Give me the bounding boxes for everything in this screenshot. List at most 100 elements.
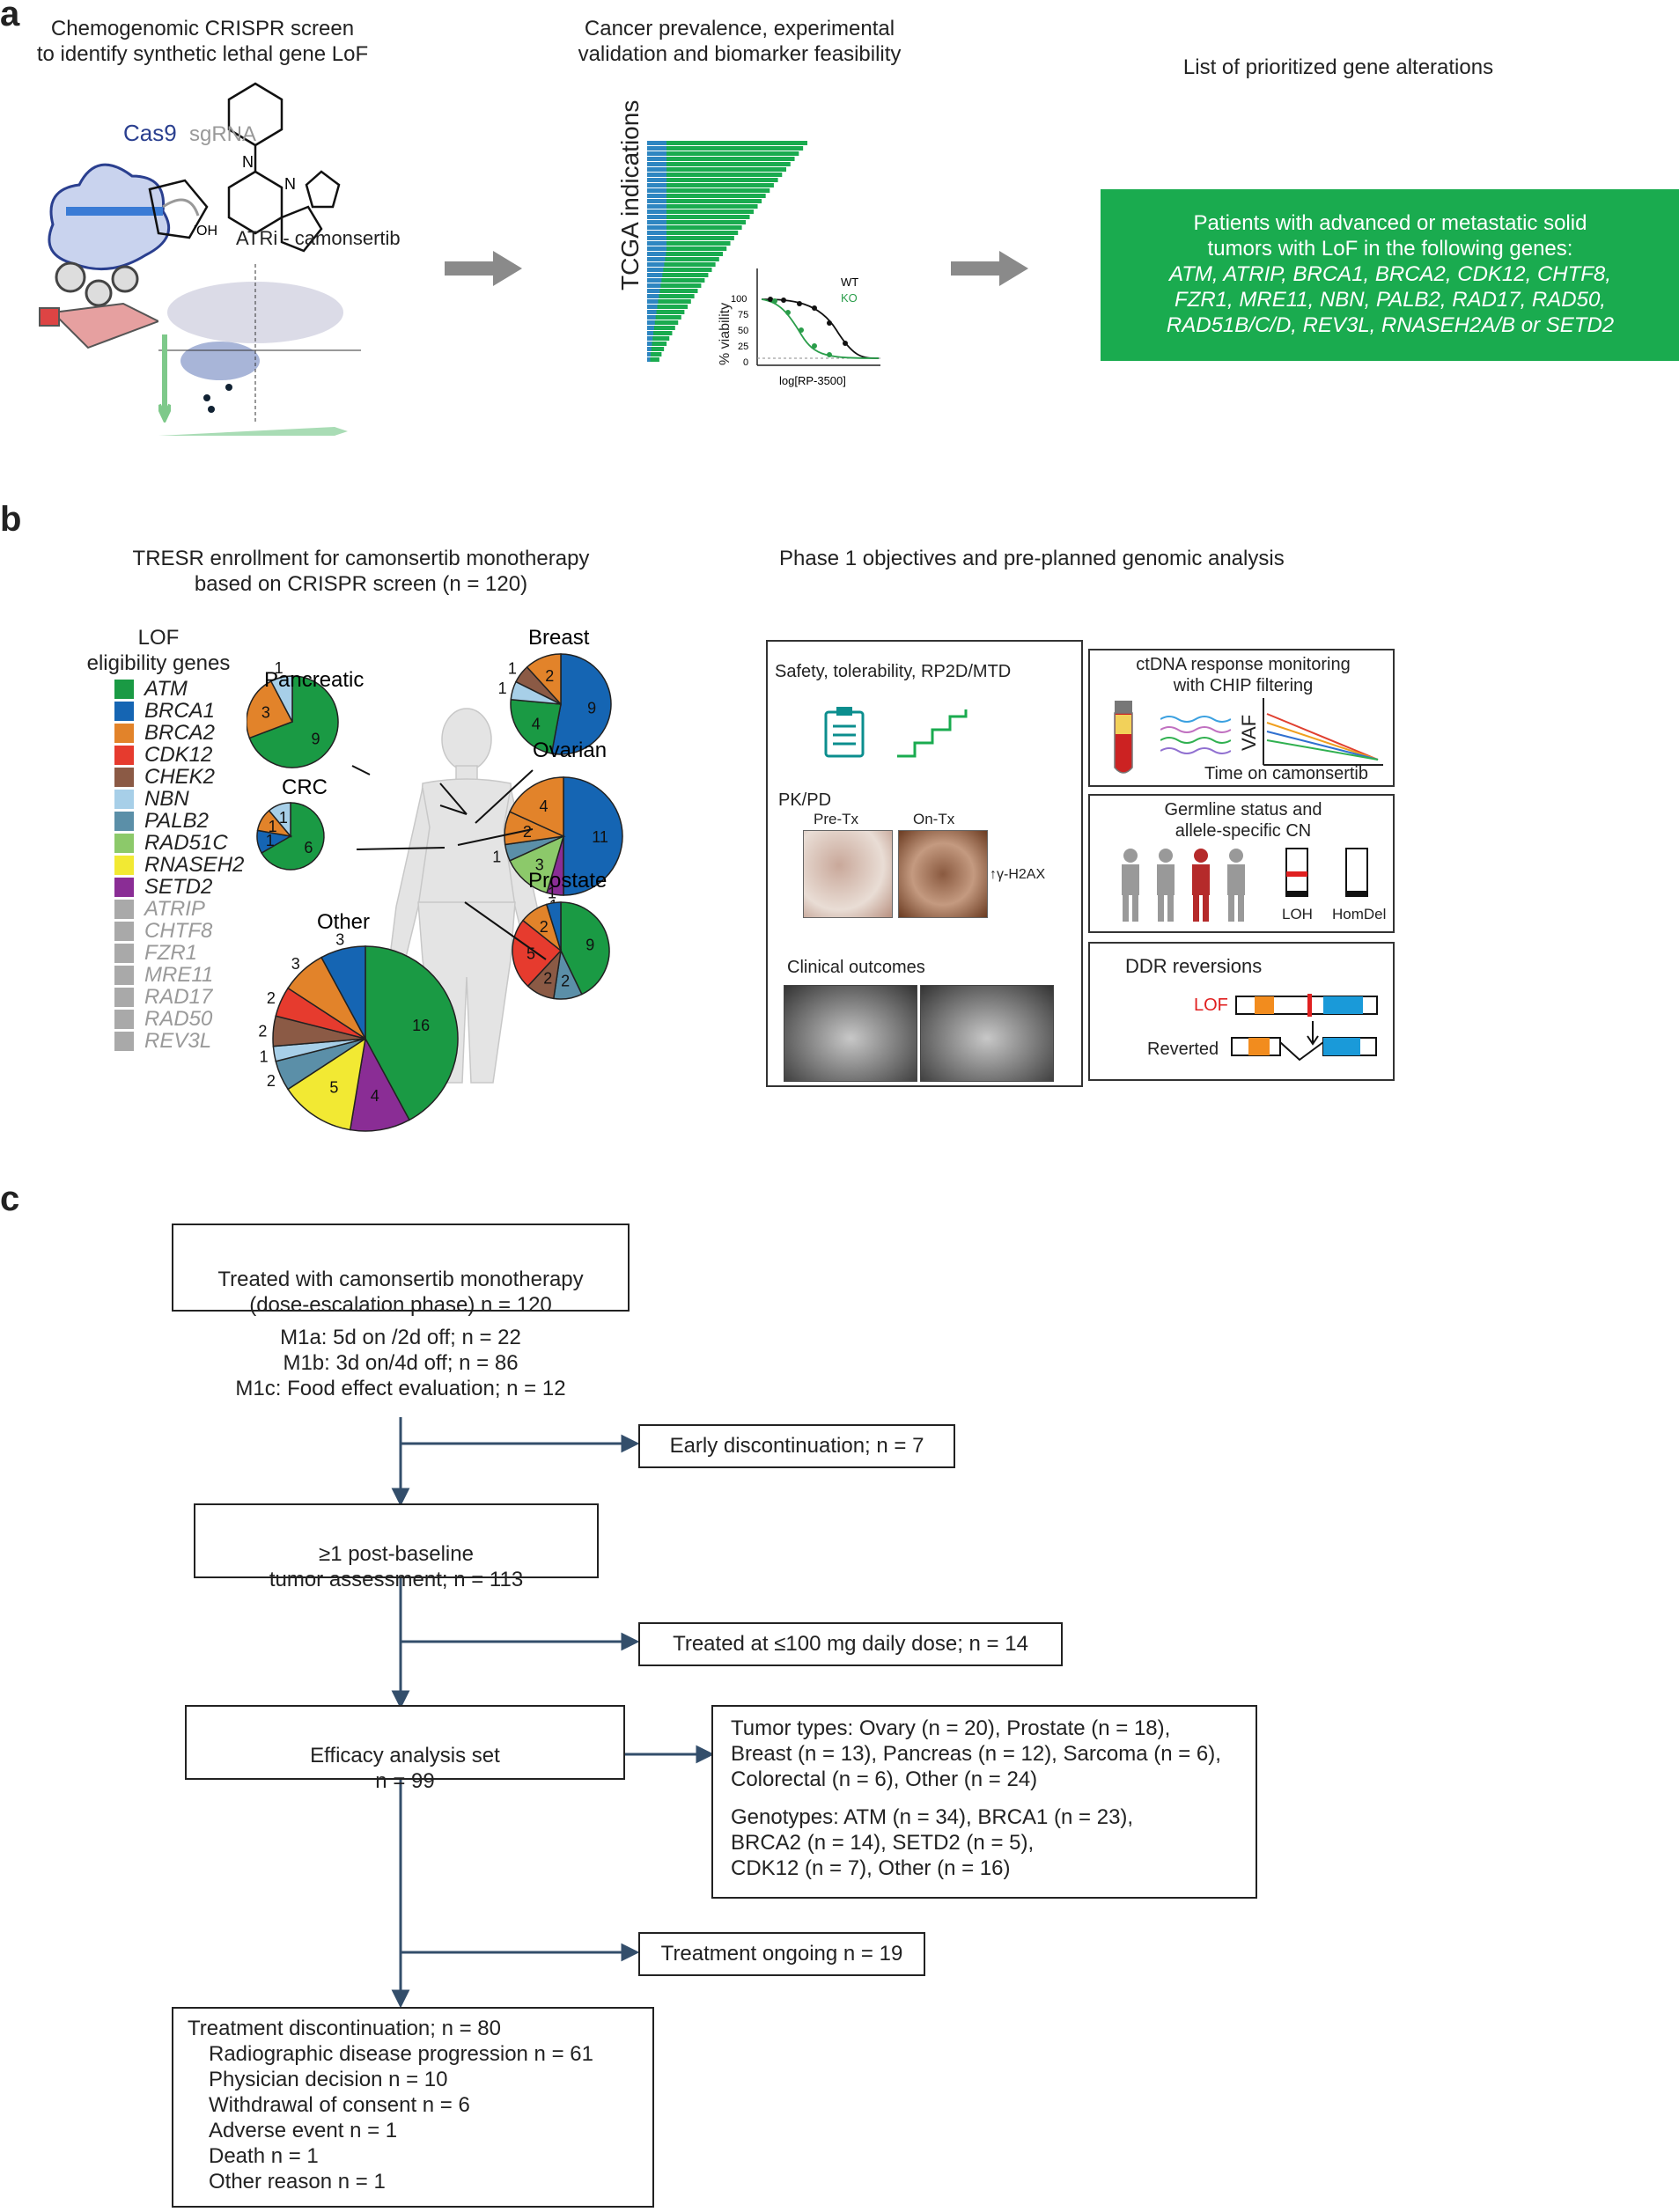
- legend-item-brca2: BRCA2: [114, 721, 244, 745]
- tcga-bar-segment: [647, 326, 654, 330]
- tcga-bar: [647, 252, 723, 256]
- pie-slice-label: 4: [540, 797, 549, 815]
- genotypes-text: Genotypes: ATM (n = 34), BRCA1 (n = 23),…: [731, 1805, 1134, 1880]
- pie-slice-label: 1: [508, 659, 517, 677]
- legend-swatch: [114, 723, 134, 743]
- on-tx-label: On-Tx: [913, 811, 955, 827]
- tcga-bar-segment: [647, 146, 666, 151]
- legend-label: RNASEH2: [144, 852, 245, 877]
- tcga-bar-segment: [647, 283, 661, 288]
- tcga-bar: [647, 299, 691, 304]
- vaf-decline-chart: [1263, 698, 1383, 766]
- tcga-bar: [647, 283, 702, 288]
- clipboard-icon: [824, 707, 865, 758]
- homdel-label: HomDel: [1332, 906, 1387, 922]
- tcga-bar-segment: [647, 357, 651, 362]
- green-box-intro: Patients with advanced or metastatic sol…: [1193, 211, 1587, 261]
- tcga-bar: [647, 204, 758, 209]
- pie-slice-label: 3: [291, 955, 300, 973]
- tcga-bar: [647, 162, 791, 166]
- tcga-bar-segment: [647, 220, 666, 224]
- pkpd-label: PK/PD: [778, 790, 832, 810]
- legend-label: SETD2: [144, 874, 213, 899]
- on-tx-image: [898, 830, 988, 918]
- tcga-bar-segment: [647, 204, 666, 209]
- loh-bar-icon: [1285, 848, 1308, 897]
- pie-slice-label: 3: [535, 856, 544, 873]
- treated-100mg-text: Treated at ≤100 mg daily dose; n = 14: [673, 1632, 1028, 1656]
- pie-slice-label: 2: [545, 667, 554, 685]
- tcga-bar-segment: [647, 188, 666, 193]
- germline-title: Germline status and allele-specific CN: [1164, 800, 1322, 841]
- efficacy-text: Efficacy analysis set n = 99: [310, 1744, 500, 1793]
- tcga-bar: [647, 151, 799, 156]
- tcga-bar-segment: [647, 173, 666, 177]
- treated-text: Treated with camonsertib monotherapy (do…: [217, 1268, 584, 1317]
- tcga-bar-segment: [647, 273, 663, 277]
- tcga-bar: [647, 262, 716, 267]
- pie-title: Ovarian: [533, 739, 607, 762]
- tcga-bar: [647, 320, 679, 325]
- people-icons: [1122, 849, 1245, 922]
- legend-label: CHEK2: [144, 764, 216, 789]
- tcga-bar-segment: [647, 262, 665, 267]
- tcga-bar-segment: [647, 310, 657, 314]
- panel-a-letter: a: [0, 0, 20, 33]
- tcga-bar-segment: [647, 162, 666, 166]
- pie-slice-label: 9: [585, 936, 594, 953]
- tcga-bar-segment: [647, 241, 666, 246]
- tcga-bar-segment: [647, 141, 666, 145]
- legend-swatch: [114, 833, 134, 853]
- tcga-bar: [647, 273, 709, 277]
- tcga-bar: [647, 157, 795, 161]
- tcga-bar-segment: [647, 352, 652, 356]
- legend-swatch: [114, 811, 134, 831]
- legend-item-chek2: CHEK2: [114, 764, 244, 789]
- tcga-bar-segment: [647, 347, 652, 351]
- tcga-bar-segment: [647, 178, 666, 182]
- disc-item-0: Radiographic disease progression n = 61: [209, 2042, 593, 2066]
- tcga-bar: [647, 215, 750, 219]
- legend-item-atrip: ATRIP: [114, 897, 244, 921]
- legend-swatch: [114, 943, 134, 963]
- tcga-bar: [647, 278, 705, 283]
- blood-tube-icon: [1114, 701, 1133, 774]
- sgrna-label: sgRNA: [189, 122, 256, 146]
- tcga-bar: [647, 352, 662, 356]
- panel-c-letter: c: [0, 1179, 20, 1218]
- viability-xlabel: log[RP-3500]: [779, 374, 846, 387]
- legend-label: BRCA1: [144, 698, 216, 723]
- pie-slice: [320, 945, 366, 1040]
- legend-label: NBN: [144, 786, 189, 811]
- pie-title: Prostate: [528, 869, 607, 893]
- tcga-bar-segment: [647, 331, 654, 335]
- pie-slice-label: 3: [261, 704, 270, 722]
- tcga-bar-segment: [647, 157, 666, 161]
- scatter-y-arrow: [158, 334, 171, 423]
- legend-swatch: [114, 1031, 134, 1051]
- tcga-bar: [647, 167, 787, 172]
- tcga-bar: [647, 347, 665, 351]
- tcga-bar-segment: [647, 225, 666, 230]
- prioritized-genes-box: Patients with advanced or metastatic sol…: [1101, 189, 1679, 361]
- ctdna-title: ctDNA response monitoring with CHIP filt…: [1136, 655, 1351, 695]
- pie-slice: [545, 901, 562, 952]
- pie-slice-label: 3: [335, 931, 344, 949]
- pie-slice-label: 2: [267, 989, 276, 1007]
- post-baseline-box: ≥1 post-baseline tumor assessment; n = 1…: [194, 1503, 599, 1591]
- pie-slice: [349, 1036, 410, 1132]
- pie-slice: [563, 776, 623, 896]
- legend-item-rnaseh2: RNASEH2: [114, 852, 245, 877]
- pie-title: Pancreatic: [264, 668, 364, 692]
- arrow-a2: [951, 251, 1028, 286]
- ddr-reversions-box: DDR reversions LOF Reverted: [1088, 942, 1395, 1081]
- tcga-bar-segment: [647, 257, 666, 261]
- pie-slice: [269, 675, 293, 723]
- disc-title: Treatment discontinuation; n = 80: [188, 2017, 501, 2040]
- tcga-bar: [647, 246, 727, 251]
- tcga-bar-segment: [647, 194, 666, 198]
- tumor-genotype-box: Tumor types: Ovary (n = 20), Prostate (n…: [711, 1705, 1257, 1899]
